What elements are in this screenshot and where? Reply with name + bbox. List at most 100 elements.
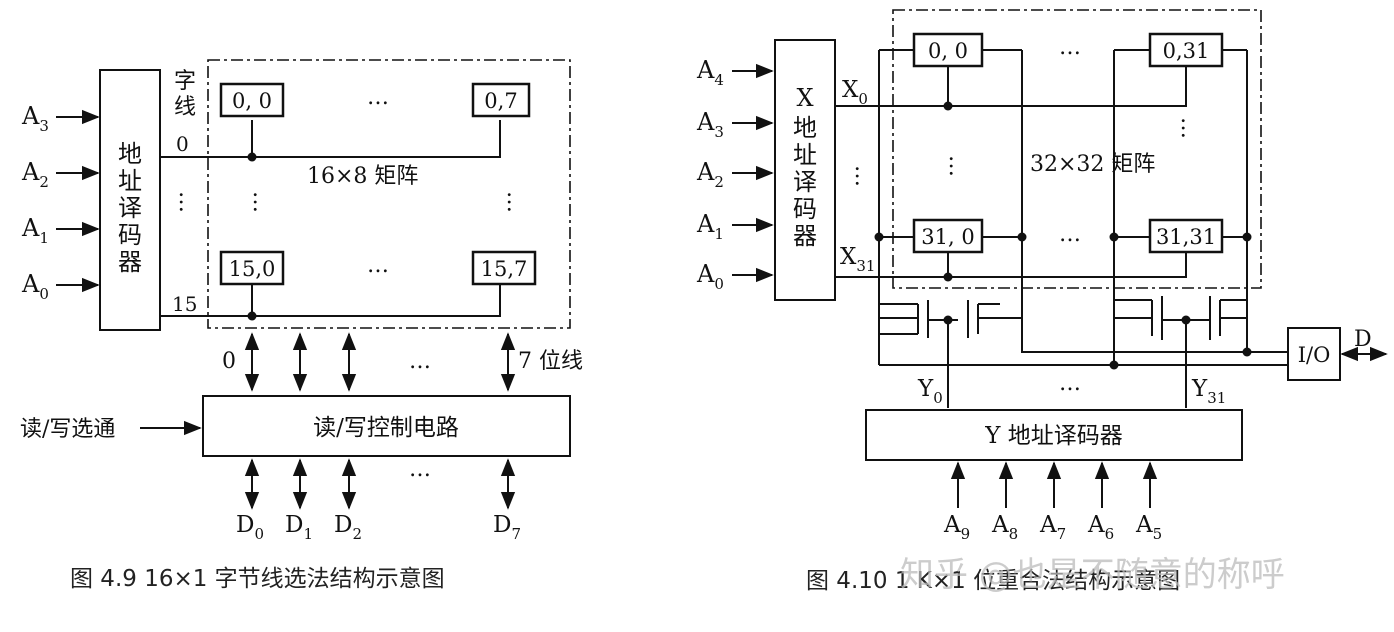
fig10-cell-0-0 — [912, 32, 984, 68]
fig9-ellipsis: … — [367, 253, 389, 278]
fig10-input-a4: A4 — [696, 56, 724, 89]
fig9-input-a3: A3 — [21, 102, 49, 135]
fig10-y-decoder — [865, 409, 1243, 461]
fig10-cell-0-31 — [1148, 32, 1224, 68]
fig9-data-d7: D7 — [493, 512, 521, 543]
fig9-cell-label: 0,7 — [484, 89, 517, 113]
fig10-row-x31 — [835, 252, 1187, 278]
fig10-x-decoder-label: X 地 址 译 码 器 — [793, 84, 817, 250]
fig10-decoder-char: X — [796, 84, 813, 112]
fig9-decoder-char: 码 — [118, 221, 142, 249]
fig9-cell-15-0 — [219, 250, 285, 286]
fig9-decoder-char: 址 — [118, 167, 142, 195]
fig9-ellipsis: … — [409, 349, 431, 374]
fig10-matrix-boundary — [892, 9, 1262, 289]
figure-4-10: A4 A3 A2 A1 A0 X 地 址 译 码 器 X0 X31 — [696, 9, 1388, 594]
fig9-wordline-0 — [160, 120, 501, 158]
fig9-decoder-char: 地 — [118, 140, 142, 168]
fig10-row-x0 — [835, 66, 1187, 107]
fig9-cell-0-0 — [219, 82, 285, 118]
fig10-address-inputs: A4 A3 A2 A1 A0 — [696, 56, 774, 293]
fig10-decoder-char: 码 — [793, 195, 817, 223]
fig10-junction-dot — [943, 101, 953, 111]
fig9-address-inputs: A3 A2 A1 A0 — [21, 102, 100, 303]
fig9-input-a1: A1 — [21, 214, 49, 247]
fig10-y-input-a6: A6 — [1087, 512, 1114, 543]
fig10-decoder-char: 址 — [793, 141, 817, 169]
fig10-io-label: I/O — [1298, 343, 1331, 367]
fig9-input-a2: A2 — [21, 158, 49, 191]
fig9-matrix-boundary — [207, 59, 571, 329]
fig9-address-decoder — [99, 69, 161, 331]
fig10-junction-dot — [1242, 232, 1252, 242]
fig9-input-a0: A0 — [21, 270, 49, 303]
fig10-vertical-ellipsis: … — [1176, 117, 1201, 139]
fig10-cell-label: 0, 0 — [928, 39, 968, 63]
fig10-y-decoder-label: Y 地址译码器 — [984, 423, 1123, 449]
fig9-matrix-label: 16×8 矩阵 — [307, 164, 418, 189]
fig9-data-d2: D2 — [334, 512, 362, 543]
fig10-input-a0: A0 — [696, 260, 724, 293]
fig10-y31-label: Y31 — [1191, 376, 1226, 407]
fig9-vertical-ellipsis: … — [502, 191, 527, 213]
fig10-junction-dot — [943, 272, 953, 282]
fig9-row15-label: 15 — [172, 292, 197, 316]
fig10-junction-dot — [1017, 232, 1027, 242]
fig10-input-a1: A1 — [696, 210, 724, 243]
fig9-cell-label: 15,7 — [481, 257, 528, 281]
fig9-bit7-label: 7 位线 — [518, 349, 583, 374]
fig9-decoder-label: 地 址 译 码 器 — [118, 140, 142, 276]
fig9-row0-label: 0 — [176, 132, 189, 156]
fig9-vertical-ellipsis: … — [174, 191, 199, 213]
watermark-text: 知乎 @也是不随意的称呼 — [900, 555, 1285, 595]
fig9-cell-label: 0, 0 — [232, 89, 272, 113]
fig10-ellipsis: … — [1059, 35, 1081, 60]
fig10-cell-31-0 — [912, 218, 984, 254]
fig9-cell-15-7 — [471, 250, 537, 286]
fig9-cell-0-7 — [471, 82, 531, 118]
fig9-junction-dot — [247, 152, 257, 162]
fig9-bit0-label: 0 — [222, 349, 236, 374]
figure-4-9: A3 A2 A1 A0 地 址 译 码 器 字 线 0 15 — [20, 59, 583, 592]
fig9-caption: 图 4.9 16×1 字节线选法结构示意图 — [70, 566, 445, 592]
fig10-decoder-char: 地 — [793, 114, 817, 142]
fig9-vertical-ellipsis: … — [248, 191, 273, 213]
fig10-vertical-ellipsis: … — [944, 155, 969, 177]
fig10-x0-label: X0 — [842, 77, 868, 108]
fig9-decoder-char: 器 — [118, 248, 142, 276]
fig9-junction-dot — [247, 311, 257, 321]
fig10-junction-dot — [1109, 232, 1119, 242]
fig9-data-d1: D1 — [285, 512, 313, 543]
fig10-junction-dot — [874, 232, 884, 242]
fig10-decoder-char: 译 — [793, 168, 817, 196]
fig10-io-box — [1287, 327, 1341, 381]
fig10-x-decoder — [774, 39, 836, 301]
fig10-ellipsis: … — [1059, 371, 1081, 396]
fig9-rw-select-label: 读/写选通 — [20, 417, 115, 442]
fig10-x31-label: X31 — [840, 244, 875, 275]
fig10-d-label: D — [1354, 327, 1372, 352]
fig9-rw-control-label: 读/写控制电路 — [313, 415, 459, 441]
fig9-decoder-char: 译 — [118, 194, 142, 222]
fig10-ellipsis: … — [1059, 222, 1081, 247]
fig10-y0-label: Y0 — [917, 376, 943, 407]
fig10-caption: 图 4.10 1 K×1 位重合法结构示意图 — [806, 568, 1180, 594]
fig10-junction-dot — [1109, 360, 1119, 370]
fig10-input-a2: A2 — [696, 158, 724, 191]
fig9-rw-control-circuit — [202, 395, 571, 457]
fig10-cell-label: 0,31 — [1163, 39, 1210, 63]
fig10-vertical-ellipsis: … — [850, 165, 875, 187]
fig9-ellipsis: … — [367, 85, 389, 110]
fig10-decoder-char: 器 — [793, 222, 817, 250]
fig10-y-input-a7: A7 — [1039, 512, 1066, 543]
fig9-wordline-label: 线 — [174, 95, 196, 120]
fig9-cell-label: 15,0 — [229, 257, 276, 281]
fig10-y-input-a9: A9 — [943, 512, 970, 543]
fig10-cell-label: 31, 0 — [921, 225, 974, 249]
fig10-y-input-a5: A5 — [1135, 512, 1162, 543]
fig10-input-a3: A3 — [696, 108, 724, 141]
fig10-cell-31-31 — [1148, 218, 1224, 254]
fig9-ellipsis: … — [409, 457, 431, 482]
fig10-matrix-label: 32×32 矩阵 — [1030, 152, 1155, 177]
